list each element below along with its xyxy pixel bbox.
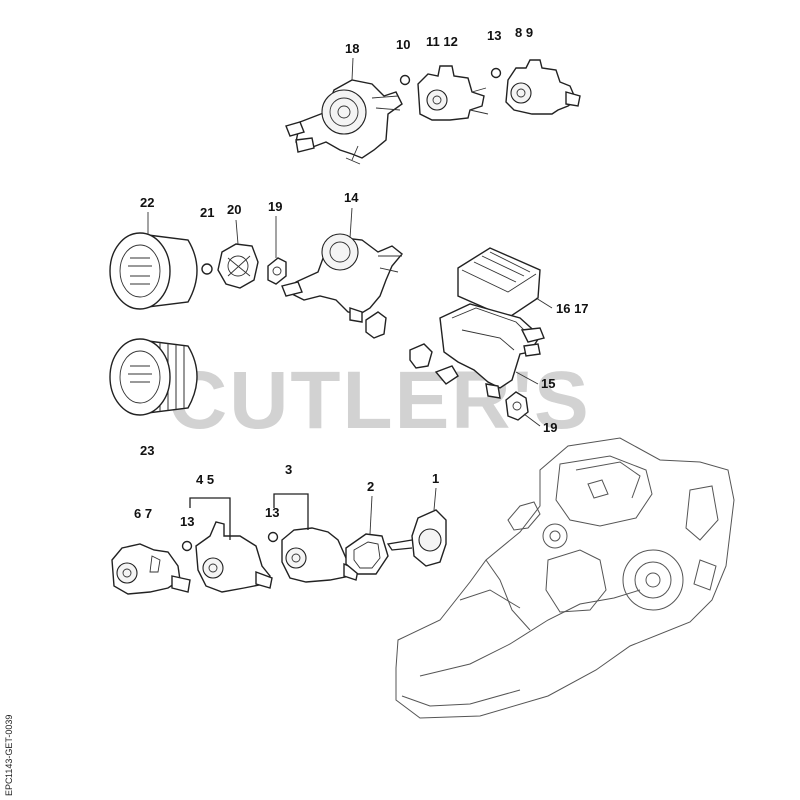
part-19-gasket-bottom [505,391,529,421]
part-13-ring-mid [267,531,279,543]
callout-13-top: 13 [487,28,501,43]
leader-19-bottom [523,413,541,427]
callout-19-top: 19 [268,199,282,214]
drawing-code: 1143-GET-0039 [4,715,14,778]
part-16-17-filter-cover [457,247,541,319]
chainsaw-outline [395,437,735,719]
callout-19-bottom: 19 [543,420,557,435]
part-23-air-filter [109,338,198,416]
watermark: CUTLER'S [168,355,591,446]
callout-16-17: 16 17 [556,301,589,316]
callout-3: 3 [285,462,292,477]
callout-15: 15 [541,376,555,391]
bracket-3 [273,493,309,530]
callout-20: 20 [227,202,241,217]
part-2-gasket [345,533,389,575]
callout-2: 2 [367,479,374,494]
drawing-code-small: EPC [4,777,14,796]
part-10-ring [399,74,411,86]
callout-21: 21 [200,205,214,220]
leader-18 [351,57,354,81]
part-18-manifold [285,79,403,165]
part-21-nut [201,263,213,275]
callout-8-9: 8 9 [515,25,533,40]
part-14-manifold [281,233,403,339]
callout-22: 22 [140,195,154,210]
leader-2 [369,495,373,535]
leader-16-17 [535,297,553,309]
callout-4-5: 4 5 [196,472,214,487]
part-1-intake [386,509,447,567]
callout-10: 10 [396,37,410,52]
leader-15 [515,371,539,385]
part-20-filter-holder [217,243,259,289]
bracket-4-5 [189,497,231,540]
callout-13-mid: 13 [265,505,279,520]
callout-1: 1 [432,471,439,486]
part-15-carb-box [409,303,545,399]
callout-23: 23 [140,443,154,458]
part-19-gasket-top [267,257,287,285]
part-4-5-carburetor [195,521,273,593]
callout-6-7: 6 7 [134,506,152,521]
leader-14 [349,207,353,239]
callout-13-left: 13 [180,514,194,529]
callout-14: 14 [344,190,359,205]
part-11-12-carburetor [417,65,489,121]
callout-11-12: 11 12 [426,34,458,49]
callout-18: 18 [345,41,359,56]
part-13-ring-top [490,67,502,79]
part-22-air-filter [109,232,198,310]
part-8-9-carburetor [505,59,581,115]
leader-1 [433,487,437,511]
part-6-7-carburetor [111,543,191,595]
leader-20 [235,219,239,245]
part-13-ring-left [181,540,193,552]
